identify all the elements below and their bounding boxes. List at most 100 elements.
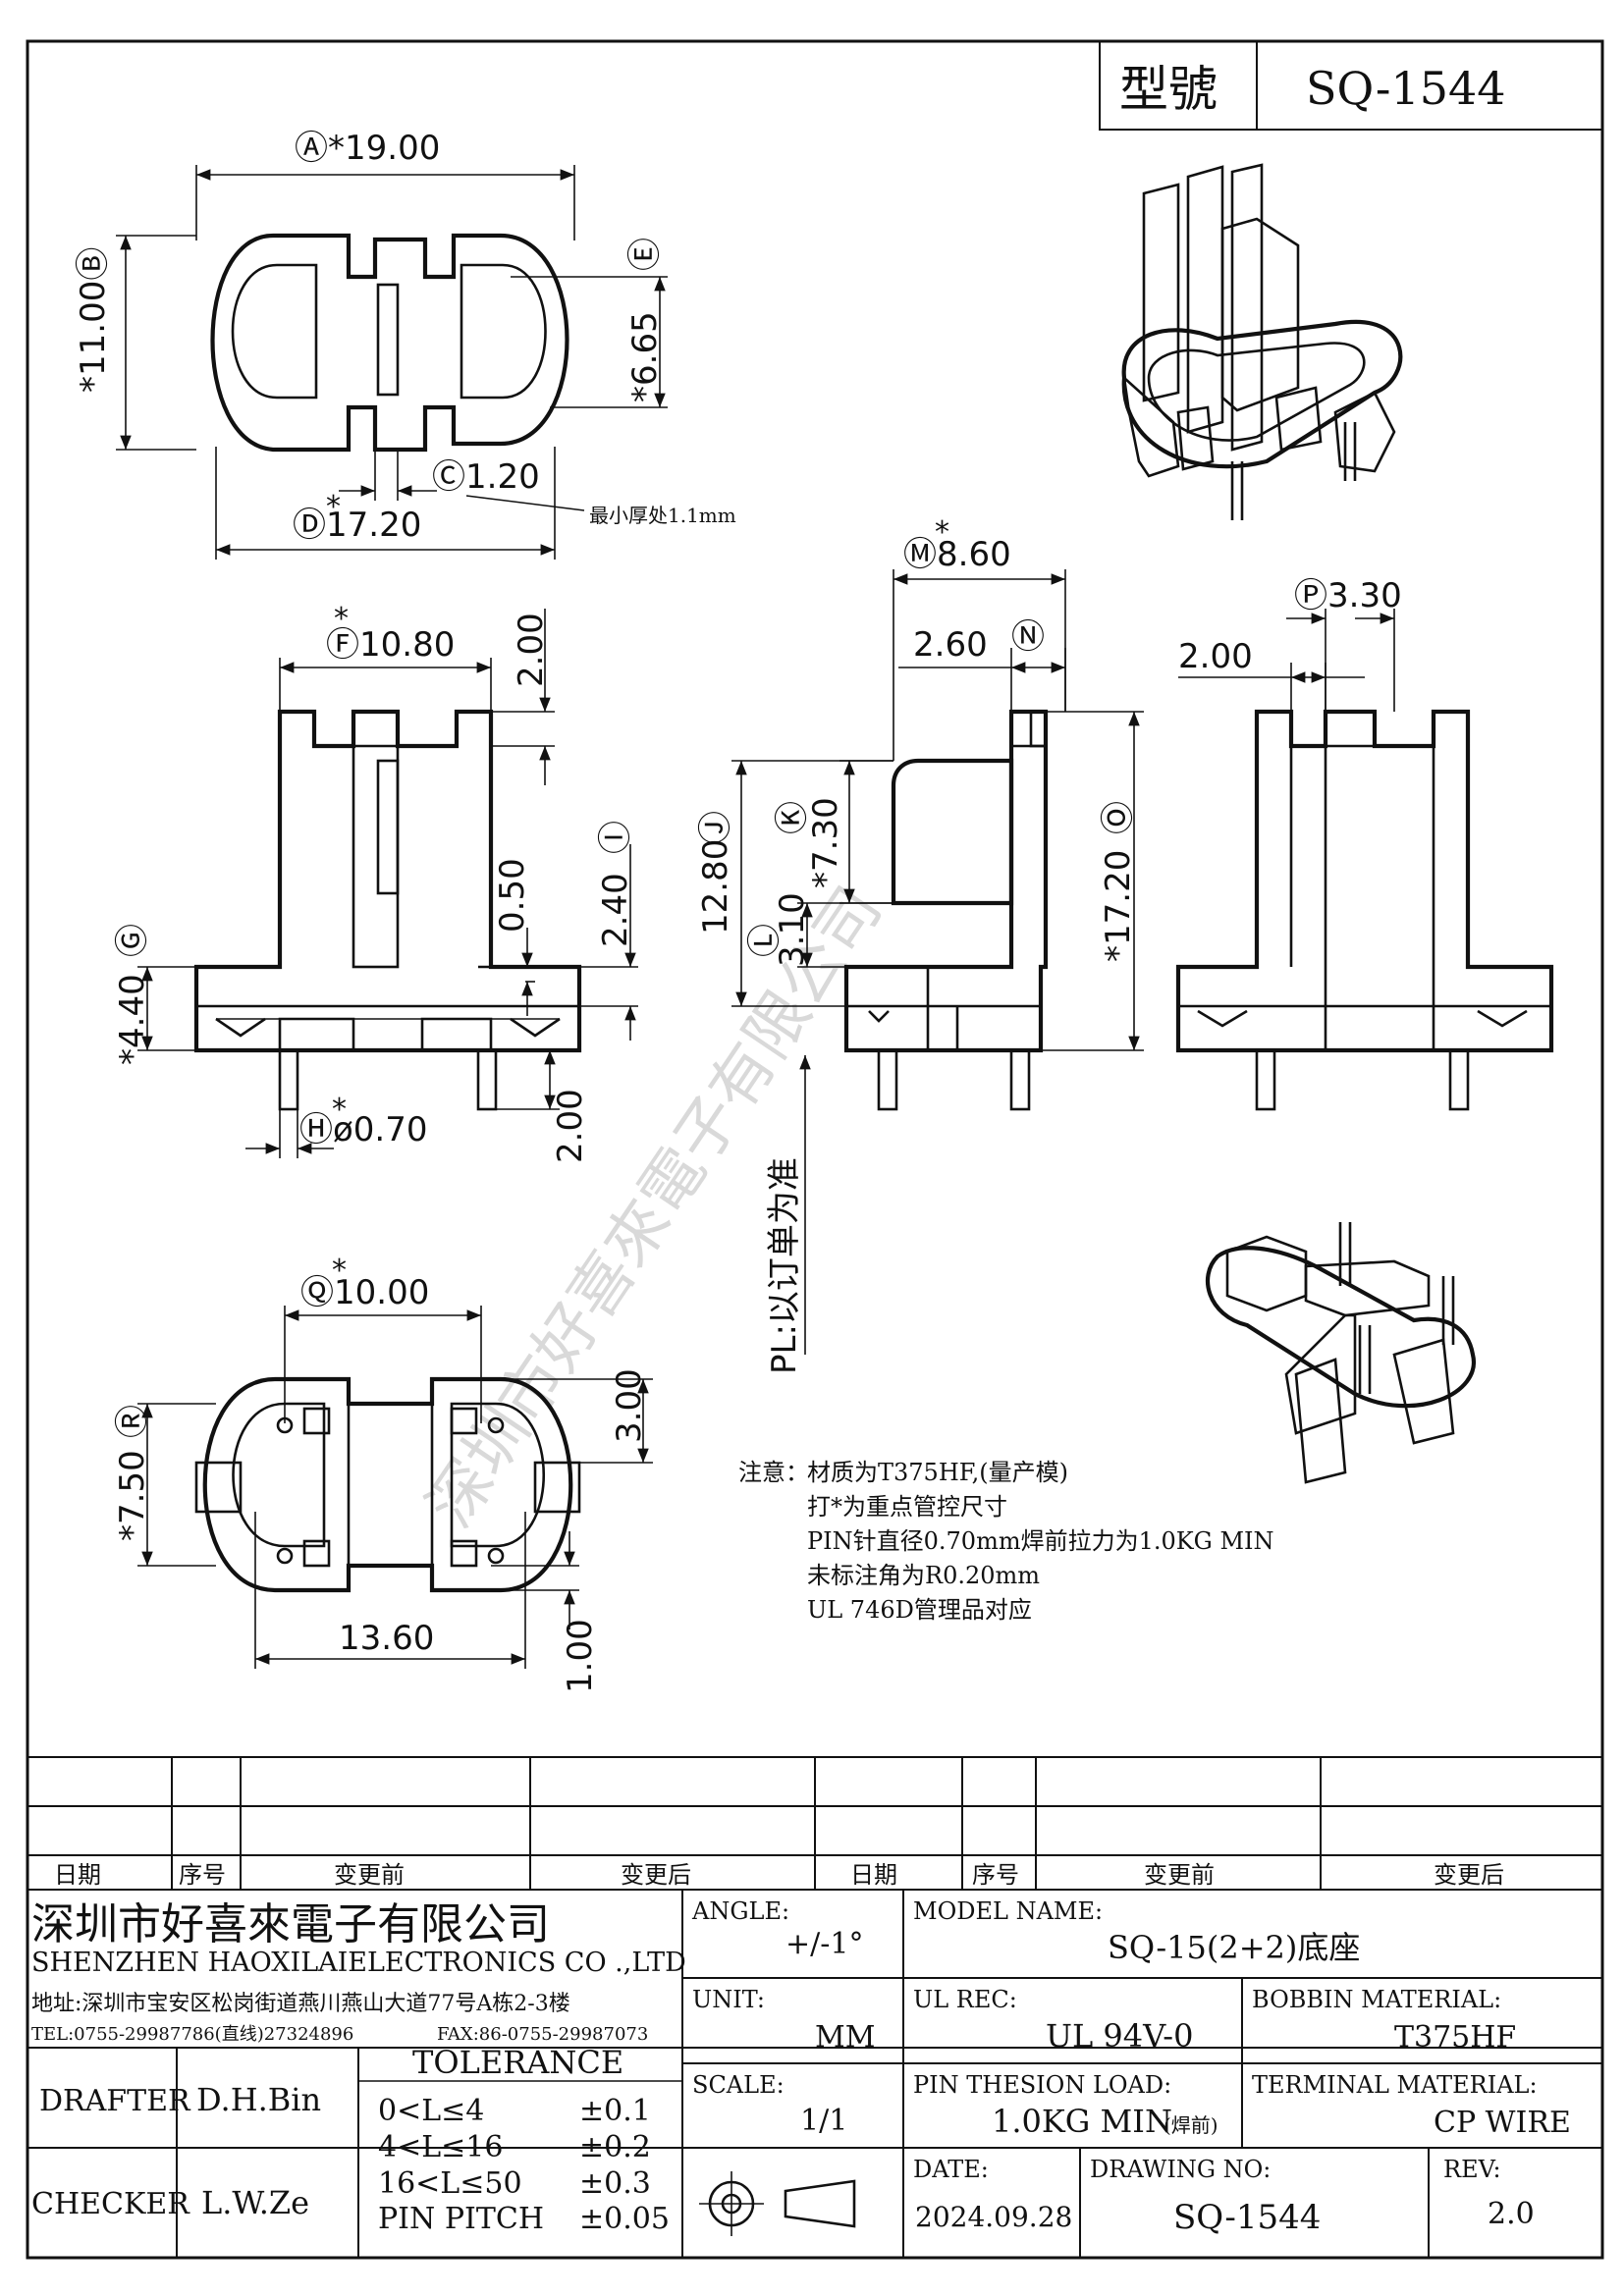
dim-050: 0.50	[493, 858, 532, 933]
iso-view-top	[1121, 163, 1403, 520]
rev-header-date-1: 日期	[54, 1861, 101, 1889]
view-bottom: Ⓠ10.00 * Ⓡ *7.50 3.00 13.60 1.00	[113, 1254, 653, 1693]
dim-q: Ⓠ10.00	[300, 1273, 429, 1312]
dim-e-marker: Ⓔ	[625, 238, 665, 271]
drafter-value: D.H.Bin	[196, 2081, 321, 2118]
pin-load-value: 1.0KG MIN	[992, 2103, 1172, 2140]
unit-label: UNIT:	[692, 1986, 765, 2013]
unit-value: MM	[815, 2020, 875, 2055]
drawing-border	[26, 39, 1604, 2260]
dim-c: Ⓒ1.20	[432, 457, 540, 497]
iso-view-bottom	[1205, 1222, 1477, 1484]
note-line-5: UL 746D管理品对应	[807, 1596, 1032, 1624]
dim-b: *11.00Ⓑ	[74, 247, 113, 393]
tolerance-value-3: ±0.3	[579, 2166, 651, 2201]
notes-title: 注意：	[738, 1459, 809, 1486]
ulrec-value: UL 94V-0	[1046, 2017, 1193, 2055]
company-address: 地址:深圳市宝安区松岗街道燕川燕山大道77号A栋2-3楼	[31, 1992, 570, 2016]
company-name-en: SHENZHEN HAOXILAIELECTRONICS CO .,LTD	[31, 1948, 686, 1978]
projection-symbol-icon	[699, 2171, 856, 2236]
tolerance-value-1: ±0.1	[579, 2094, 651, 2128]
dim-240: 2.40	[596, 873, 635, 947]
note-line-4: 未标注角为R0.20mm	[807, 1562, 1040, 1589]
dim-r-value: *7.50	[113, 1450, 152, 1541]
bobbin-value: T375HF	[1394, 2020, 1516, 2055]
dim-n-value: 2.60	[913, 625, 988, 665]
pin-load-note: (焊前)	[1164, 2113, 1218, 2137]
watermark-text: 深圳市好喜來電子有限公司	[414, 875, 896, 1540]
rev-header-before-1: 变更前	[334, 1861, 405, 1889]
dim-m-star: *	[935, 515, 949, 550]
dim-100: 1.00	[561, 1619, 600, 1693]
rev-label: REV:	[1443, 2156, 1501, 2183]
view-end: Ⓟ3.30 2.00	[1175, 576, 1554, 1111]
dim-bottom-2: 2.00	[551, 1089, 590, 1163]
tolerance-range-4: PIN PITCH	[378, 2202, 544, 2236]
dim-g-marker: Ⓖ	[113, 924, 152, 957]
checker-value: L.W.Ze	[201, 2184, 309, 2221]
tolerance-range-1: 0<L≤4	[378, 2094, 484, 2128]
view-top: Ⓐ*19.00 *11.00Ⓑ *6.65 Ⓔ Ⓒ1.20 最小厚处1.1mm …	[74, 129, 736, 560]
rev-header-after-1: 变更后	[621, 1861, 691, 1889]
tolerance-value-4: ±0.05	[579, 2202, 670, 2236]
pin-load-label: PIN THESION LOAD:	[913, 2071, 1171, 2099]
dim-r-marker: Ⓡ	[113, 1405, 152, 1438]
dim-h: Ⓗø0.70	[299, 1110, 428, 1149]
min-thickness-note: 最小厚处1.1mm	[589, 504, 736, 527]
note-line-3: PIN针直径0.70mm焊前拉力为1.0KG MIN	[807, 1527, 1274, 1555]
date-value: 2024.09.28	[915, 2201, 1072, 2233]
dim-m: Ⓜ8.60	[903, 535, 1011, 574]
dim-k-marker: Ⓚ	[773, 801, 812, 834]
dim-n-marker: Ⓝ	[1011, 617, 1045, 657]
dim-300: 3.00	[610, 1368, 649, 1443]
drawing-no-value: SQ-1544	[1173, 2198, 1321, 2237]
note-line-1: 材质为T375HF,(量产模)	[807, 1459, 1068, 1486]
tolerance-value-2: ±0.2	[579, 2130, 651, 2164]
title-label: 型號	[1119, 61, 1218, 118]
rev-header-date-2: 日期	[850, 1861, 897, 1889]
dim-d-star: *	[326, 490, 341, 524]
note-line-2: 打*为重点管控尺寸	[807, 1493, 1007, 1521]
angle-value: +/-1°	[785, 1927, 863, 1961]
rev-header-seq-2: 序号	[972, 1861, 1019, 1889]
dim-j-value: 12.80	[696, 839, 735, 934]
revision-table: 日期 序号 变更前 变更后 日期 序号 变更前 变更后	[27, 1756, 1602, 1891]
dim-f: Ⓕ10.80	[326, 625, 455, 665]
dim-1360: 13.60	[339, 1619, 434, 1658]
dim-o-value: *17.20	[1099, 850, 1138, 962]
view-side: Ⓜ8.60 * 2.60 Ⓝ 12.80 Ⓙ Ⓚ *7.30 Ⓛ 3.10 *1…	[696, 515, 1144, 1374]
dim-i-marker: Ⓘ	[596, 821, 635, 854]
dim-p: Ⓟ3.30	[1294, 576, 1402, 615]
dim-l-value: 3.10	[773, 892, 812, 967]
checker-label: CHECKER	[31, 2187, 190, 2221]
dim-k-value: *7.30	[806, 797, 845, 888]
dim-top-2: 2.00	[512, 613, 551, 687]
model-label: MODEL NAME:	[913, 1897, 1103, 1925]
ulrec-label: UL REC:	[913, 1986, 1017, 2013]
tolerance-range-2: 4<L≤16	[378, 2130, 503, 2164]
pl-note: PL:以订单为准	[765, 1157, 804, 1374]
dim-a: Ⓐ*19.00	[295, 129, 440, 168]
company-name-cn: 深圳市好喜來電子有限公司	[31, 1899, 550, 1949]
scale-label: SCALE:	[692, 2071, 785, 2099]
rev-header-seq-1: 序号	[179, 1861, 226, 1889]
dim-l-marker: Ⓛ	[745, 924, 785, 957]
model-value: SQ-15(2+2)底座	[1108, 1929, 1360, 1966]
bottom-title-block: 深圳市好喜來電子有限公司 SHENZHEN HAOXILAIELECTRONIC…	[27, 1890, 1602, 2258]
tolerance-range-3: 16<L≤50	[378, 2166, 522, 2201]
dim-right-2: 2.00	[1178, 637, 1253, 676]
rev-header-after-2: 变更后	[1434, 1861, 1504, 1889]
tolerance-title: TOLERANCE	[412, 2044, 623, 2081]
dim-h-star: *	[332, 1093, 347, 1127]
title-model-number: SQ-1544	[1306, 62, 1506, 115]
angle-label: ANGLE:	[691, 1897, 789, 1925]
title-block: 型號 SQ-1544	[1099, 40, 1603, 131]
date-label: DATE:	[913, 2156, 989, 2183]
notes: 注意： 材质为T375HF,(量产模) 打*为重点管控尺寸 PIN针直径0.70…	[738, 1459, 1274, 1624]
company-fax: FAX:86-0755-29987073	[437, 2024, 648, 2045]
scale-value: 1/1	[800, 2104, 847, 2138]
dim-f-star: *	[334, 602, 349, 636]
dim-j-marker: Ⓙ	[696, 811, 735, 844]
dim-q-star: *	[332, 1254, 347, 1288]
